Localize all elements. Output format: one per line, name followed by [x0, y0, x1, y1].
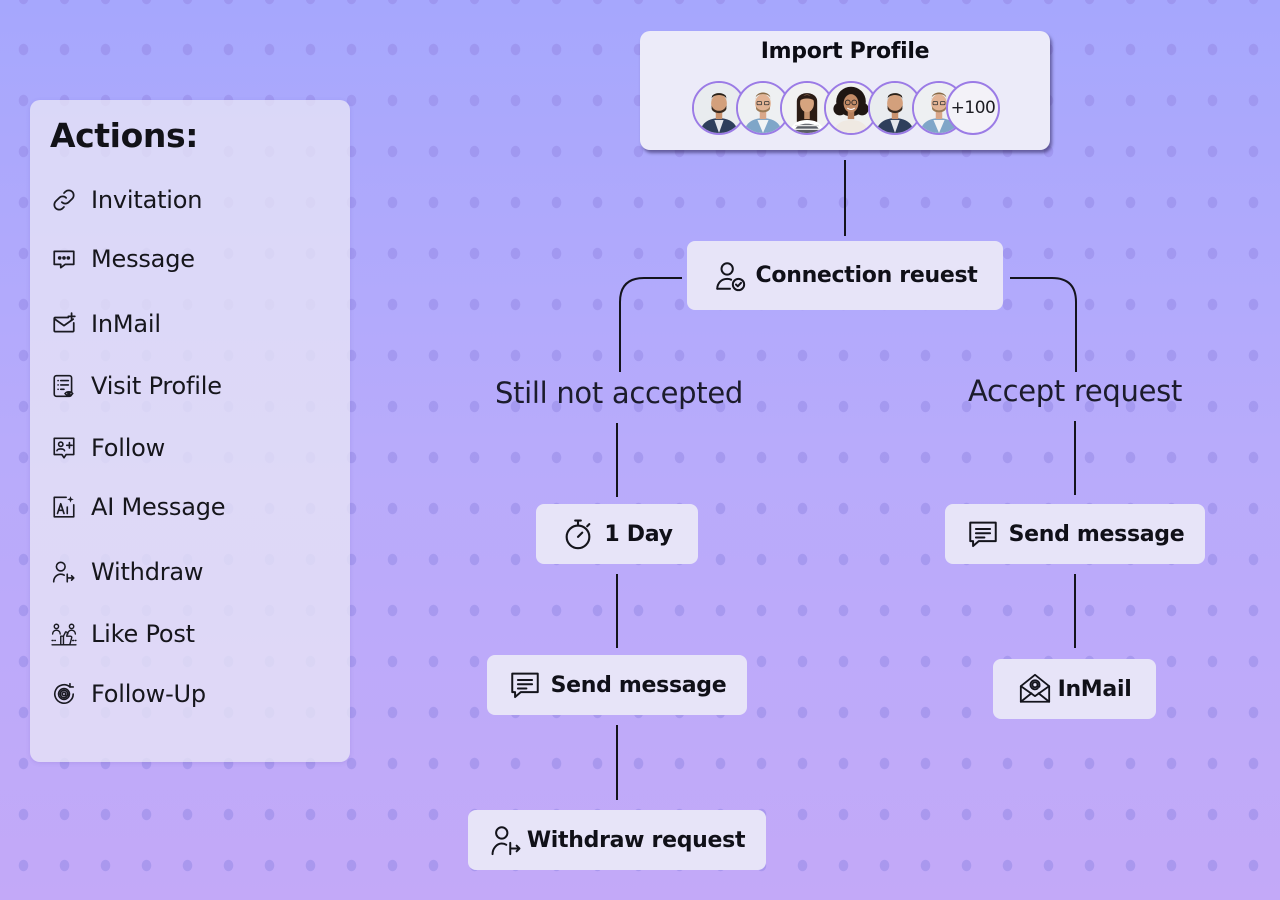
- ai-icon: [50, 493, 78, 521]
- actions-panel: Actions: Invitation Message InMail Visit…: [30, 100, 350, 762]
- like-post-icon: [50, 620, 78, 648]
- profile-eye-icon: [50, 372, 78, 400]
- import-profile-card[interactable]: Import Profile +100: [640, 31, 1050, 150]
- follow-up-icon: [50, 680, 78, 708]
- mail-plus-icon: [50, 310, 78, 338]
- inmail-label: InMail: [1057, 676, 1132, 702]
- follow-icon: [50, 434, 78, 462]
- timer-icon: [561, 517, 595, 551]
- action-label: Withdraw: [91, 558, 204, 586]
- avatar-more-count: +100: [946, 81, 1000, 135]
- action-label: Like Post: [91, 620, 195, 648]
- action-label: Message: [91, 245, 195, 273]
- action-follow[interactable]: Follow: [50, 432, 165, 464]
- withdraw-request-label: Withdraw request: [526, 827, 746, 853]
- action-inmail[interactable]: InMail: [50, 308, 161, 340]
- send-message-label: Send message: [550, 672, 727, 698]
- user-check-icon: [713, 259, 747, 293]
- send-message-node-left[interactable]: Send message: [487, 655, 747, 715]
- send-message-label: Send message: [1008, 521, 1185, 547]
- mail-at-icon: [1018, 672, 1052, 706]
- withdraw-request-node[interactable]: Withdraw request: [468, 810, 766, 870]
- action-follow-up[interactable]: Follow-Up: [50, 678, 206, 710]
- branch-label-accepted: Accept request: [967, 374, 1183, 408]
- action-label: Follow: [91, 434, 166, 462]
- action-message[interactable]: Message: [50, 243, 195, 275]
- action-like-post[interactable]: Like Post: [50, 618, 195, 650]
- action-label: Follow-Up: [91, 680, 206, 708]
- action-label: AI Message: [91, 493, 226, 521]
- user-withdraw-icon: [489, 823, 523, 857]
- actions-title: Actions:: [50, 116, 198, 155]
- action-label: Invitation: [91, 186, 203, 214]
- send-message-node-right[interactable]: Send message: [945, 504, 1205, 564]
- message-lines-icon: [508, 668, 542, 702]
- action-ai-message[interactable]: AI Message: [50, 491, 226, 523]
- connection-request-node[interactable]: Connection reuest: [687, 241, 1003, 310]
- connection-request-label: Connection reuest: [755, 263, 978, 288]
- inmail-node[interactable]: InMail: [993, 659, 1156, 719]
- delay-label: 1 Day: [604, 521, 673, 547]
- import-profile-title: Import Profile: [760, 39, 930, 64]
- action-label: Visit Profile: [91, 372, 222, 400]
- message-dots-icon: [50, 245, 78, 273]
- action-invitation[interactable]: Invitation: [50, 184, 202, 216]
- avatar: [692, 81, 746, 135]
- action-label: InMail: [91, 310, 161, 338]
- action-visit-profile[interactable]: Visit Profile: [50, 370, 222, 402]
- message-lines-icon: [966, 517, 1000, 551]
- delay-node[interactable]: 1 Day: [536, 504, 698, 564]
- link-icon: [50, 186, 78, 214]
- branch-label-not-accepted: Still not accepted: [494, 376, 743, 410]
- user-withdraw-icon: [50, 558, 78, 586]
- action-withdraw[interactable]: Withdraw: [50, 556, 204, 588]
